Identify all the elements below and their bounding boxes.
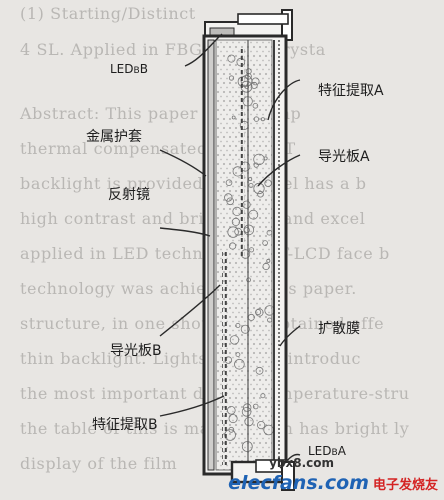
- bubble-texture: [245, 68, 252, 75]
- bubble-texture: [253, 162, 259, 168]
- leader-feature-a: [267, 79, 301, 121]
- bubble-texture: [253, 182, 265, 195]
- bubble-texture: [262, 262, 270, 271]
- feature-extraction-b: [222, 250, 227, 465]
- bubble-texture: [264, 179, 272, 187]
- bubble-texture: [256, 420, 266, 430]
- bubble-texture: [246, 277, 252, 283]
- background-text-line: display of the film: [20, 454, 178, 473]
- bubble-texture: [224, 193, 233, 202]
- label-reflector: 反射镜: [108, 187, 150, 203]
- bubble-texture: [227, 226, 239, 238]
- bubble-texture: [241, 441, 253, 452]
- leader-metal-sleeve: [159, 149, 207, 177]
- bubble-texture: [252, 103, 259, 109]
- bubble-texture: [234, 358, 245, 370]
- leader-reflector: [159, 227, 211, 237]
- bubble-texture: [231, 217, 240, 226]
- label-light-guide-a: 导光板A: [318, 149, 370, 165]
- leader-diffuser: [279, 325, 301, 347]
- bubble-texture: [228, 426, 235, 433]
- bubble-texture: [226, 197, 235, 206]
- background-text-line: structure, in one shot it will obtained …: [20, 314, 385, 333]
- bubble-texture: [235, 322, 241, 328]
- bubble-texture: [228, 75, 235, 81]
- bubble-texture: [255, 309, 262, 316]
- bubble-texture: [253, 116, 260, 122]
- leader-feature-b: [159, 395, 225, 417]
- bubble-texture: [225, 179, 233, 187]
- bubble-texture: [248, 209, 259, 220]
- diffuser-film: [273, 40, 280, 470]
- bubble-texture: [262, 240, 268, 246]
- label-light-guide-b: 导光板B: [110, 343, 162, 359]
- label-feature-extraction-b: 特征提取B: [92, 417, 158, 433]
- label-metal-sleeve: 金属护套: [86, 129, 142, 145]
- bubble-texture: [244, 416, 254, 427]
- bubble-texture: [231, 115, 236, 120]
- bubble-texture: [266, 229, 273, 236]
- bubble-texture: [229, 335, 240, 345]
- bubble-texture: [248, 182, 254, 188]
- bubble-texture: [240, 324, 250, 334]
- bubble-texture: [260, 393, 266, 399]
- bubble-texture: [242, 403, 252, 412]
- label-feature-extraction-a: 特征提取A: [318, 83, 384, 99]
- bubble-texture: [250, 81, 258, 89]
- bubble-texture: [227, 405, 236, 415]
- leader-led-b: [184, 33, 223, 67]
- feature-extraction-a: [240, 48, 245, 258]
- bubble-texture: [241, 406, 252, 417]
- bubble-texture: [260, 117, 265, 122]
- label-diffuser: 扩散膜: [318, 321, 360, 337]
- leader-light-guide-b: [159, 284, 221, 337]
- watermark-site: ybx8.com: [269, 456, 334, 470]
- callout-leaders: [159, 33, 301, 469]
- label-led-b: LEDBB: [110, 62, 148, 76]
- label-led-a: LEDBA: [308, 444, 346, 458]
- watermark-cn: 电子发烧友: [372, 477, 438, 493]
- bottom-led-housing: [230, 459, 295, 491]
- bubble-texture: [227, 54, 236, 63]
- bubble-texture: [266, 258, 271, 263]
- reflector-strip: [207, 39, 215, 471]
- bubble-texture: [248, 247, 255, 253]
- background-text-line: (1) Starting/Distinct: [20, 4, 196, 23]
- watermark: elecfans.com 电子发烧友: [228, 470, 438, 496]
- bubble-texture: [229, 242, 237, 250]
- bubble-texture: [263, 156, 268, 161]
- leader-led-a: [279, 453, 301, 469]
- bubble-texture: [235, 352, 241, 358]
- leader-light-guide-a: [257, 154, 301, 187]
- bubble-texture: [228, 414, 238, 424]
- bubble-texture: [267, 317, 273, 323]
- bubble-texture: [257, 190, 264, 198]
- bubble-texture: [255, 366, 264, 375]
- bubble-texture: [252, 403, 259, 410]
- watermark-brand: elecfans.com: [228, 472, 369, 494]
